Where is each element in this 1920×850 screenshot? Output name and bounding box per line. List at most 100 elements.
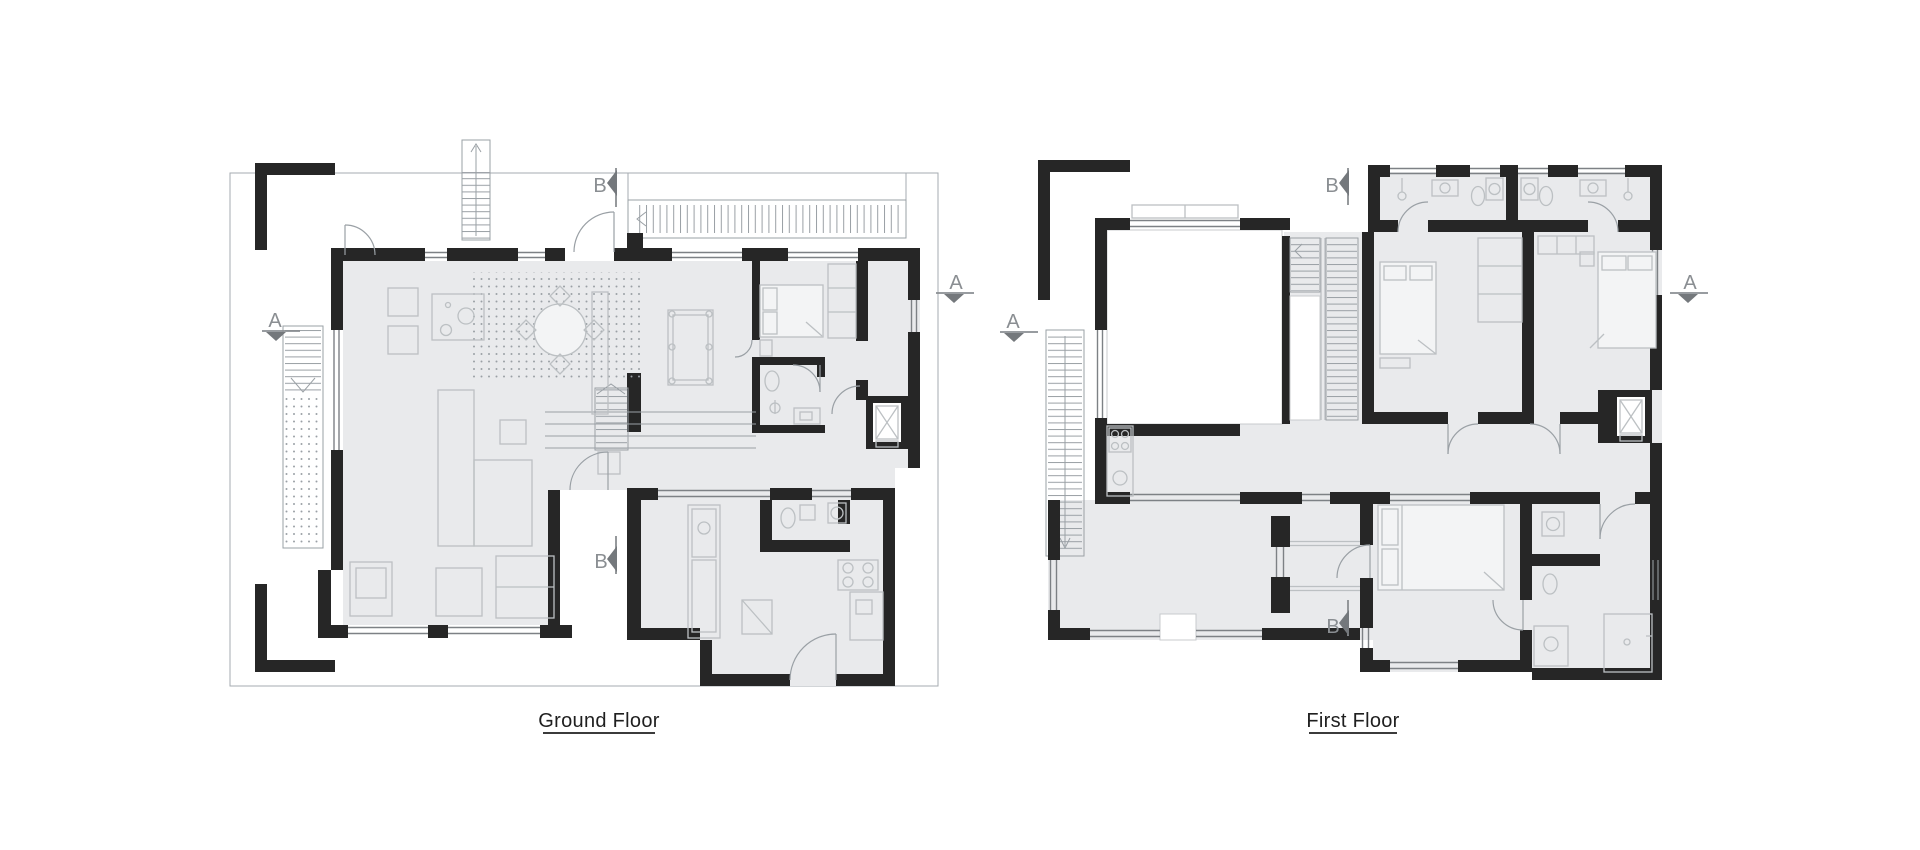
door-arc [344, 224, 376, 256]
door-arc [789, 633, 837, 681]
door-arc [1529, 423, 1561, 455]
sink [1439, 182, 1451, 194]
shower-drain [1623, 638, 1631, 646]
armchair [349, 561, 393, 617]
bottom-bedroom [1377, 504, 1505, 591]
burner [862, 562, 874, 574]
door-arc [734, 339, 753, 358]
coffee-table [431, 293, 485, 341]
armchair [387, 325, 419, 355]
door-arc [831, 385, 861, 415]
section-arrow-icon [1339, 610, 1349, 636]
side-table [597, 451, 621, 475]
toilet [1538, 185, 1554, 207]
bed [1379, 261, 1437, 355]
dining-chair [549, 353, 571, 375]
section-arrow-icon [944, 294, 964, 303]
bedroom-2 [1379, 237, 1523, 369]
pillow [762, 311, 778, 335]
elevator-icon [866, 396, 908, 449]
ground-bathroom [764, 370, 821, 425]
door-arc [792, 364, 821, 393]
stove [837, 559, 879, 591]
section-arrow-icon [1678, 294, 1698, 303]
living-room-furniture [349, 287, 621, 619]
first-wall-bracket [1038, 160, 1130, 300]
shower-icon [1397, 191, 1407, 201]
toilet [780, 507, 796, 529]
section-letter: B [593, 175, 606, 197]
section-letter: B [594, 551, 607, 573]
island-sink [697, 521, 711, 535]
vanity-counter [1431, 179, 1459, 197]
bench [759, 339, 773, 357]
shower [1603, 613, 1653, 673]
first-doors [1336, 201, 1636, 631]
burner [842, 576, 854, 588]
section-marker-a-right: A [1670, 272, 1708, 303]
vanity-counter [793, 407, 821, 425]
vanity-counter [1579, 179, 1607, 197]
section-letter: A [949, 272, 963, 294]
shower-icon [1623, 191, 1633, 201]
kitchen-island [687, 504, 721, 639]
pillow [1381, 508, 1399, 546]
dining-table [533, 303, 587, 357]
door-arc [1599, 503, 1636, 540]
sink [799, 504, 816, 521]
toilet [1470, 185, 1486, 207]
wardrobe [1537, 235, 1595, 255]
section-arrow-icon [266, 332, 286, 341]
section-marker-a-left: A [262, 310, 300, 341]
bottom-bathroom [1533, 511, 1653, 673]
pillow [762, 287, 778, 311]
study-room [667, 309, 714, 386]
pillow [1601, 255, 1627, 271]
bench [1379, 357, 1411, 369]
ground-main-stair [545, 383, 756, 451]
ground-bedroom [759, 263, 857, 357]
section-letter: A [1006, 311, 1020, 333]
top-bathrooms [1397, 177, 1633, 207]
section-arrow-icon [1004, 333, 1024, 342]
door-arc [1336, 544, 1371, 579]
sink [1112, 470, 1128, 486]
toilet [764, 370, 780, 392]
wardrobe [1477, 237, 1523, 323]
pillow [1383, 265, 1407, 281]
vanity-counter [1533, 625, 1569, 667]
cooktop [1108, 427, 1132, 453]
kitchen-sink [855, 599, 873, 615]
door-arc [569, 451, 609, 491]
elevator-icon [1610, 390, 1652, 443]
dining-chair [549, 285, 571, 307]
first-windows [1049, 167, 1659, 670]
kitchenette [1106, 425, 1134, 497]
washing-machine-icon [1541, 511, 1565, 537]
void-over-living [1106, 229, 1283, 425]
dining-area [470, 272, 640, 380]
section-arrow-icon [1339, 170, 1349, 196]
armchair [387, 287, 419, 317]
wall-notch [1159, 613, 1197, 641]
sink [1543, 636, 1559, 652]
door-arc [1587, 201, 1619, 233]
section-marker-b-bottom: B [594, 536, 617, 574]
first-central-stair [1289, 237, 1359, 421]
section-marker-a-left: A [1000, 311, 1038, 342]
door-arc [1447, 423, 1479, 455]
toilet [1542, 573, 1558, 595]
bedroom-3 [1537, 235, 1657, 349]
section-marker-b-top: B [593, 168, 617, 207]
bed [1597, 251, 1657, 349]
ground-interior-walls [627, 261, 895, 686]
site-boundary [229, 172, 939, 687]
door-arc [1397, 201, 1429, 233]
first-floor-label: First Floor [1306, 710, 1399, 734]
section-marker-b-top: B [1325, 168, 1349, 205]
section-letter: A [1683, 272, 1697, 294]
counter [849, 591, 884, 641]
ottoman [435, 567, 483, 617]
nightstand [1579, 251, 1595, 267]
